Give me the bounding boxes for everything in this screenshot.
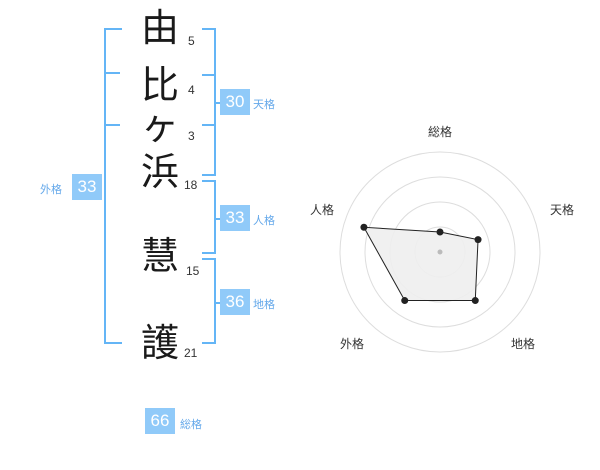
radar-label-jinkaku: 人格 <box>310 203 335 217</box>
stroke-count-1: 5 <box>188 34 195 48</box>
jinkaku-value: 33 <box>220 205 250 231</box>
stroke-count-6: 21 <box>184 346 198 360</box>
chikaku-value: 36 <box>220 289 250 315</box>
radar-ring <box>339 151 541 353</box>
radar-point-5 <box>360 223 368 231</box>
radar-label-soukaku: 総格 <box>428 125 453 139</box>
chikaku-label: 地格 <box>253 298 275 311</box>
gaikaku-bracket-tick-2 <box>104 124 120 126</box>
radar-label-gaikaku: 外格 <box>340 337 365 351</box>
name-char-3: ヶ <box>140 104 179 148</box>
radar-point-2 <box>474 236 482 244</box>
radar-ring <box>389 201 491 303</box>
gaikaku-bracket-tick-1 <box>104 72 120 74</box>
stroke-count-5: 15 <box>186 264 200 278</box>
radar-label-tenkaku: 天格 <box>550 203 575 217</box>
chikaku-connector <box>214 302 220 304</box>
tenkaku-bracket-tick <box>202 74 214 76</box>
jinkaku-connector <box>214 218 220 220</box>
tenkaku-value: 30 <box>220 89 250 115</box>
jinkaku-bracket <box>202 180 216 254</box>
name-char-4: 浜 <box>140 150 179 194</box>
stroke-count-2: 4 <box>188 83 195 97</box>
gaikaku-bracket <box>104 28 122 344</box>
radar-series-area <box>363 226 479 302</box>
soukaku-value: 66 <box>145 408 175 434</box>
radar-point-3 <box>471 297 479 305</box>
stroke-count-4: 18 <box>184 178 198 192</box>
radar-point-1 <box>436 228 444 236</box>
tenkaku-bracket-tick-2 <box>202 124 214 126</box>
radar-label-chikaku: 地格 <box>511 337 536 351</box>
chikaku-bracket <box>202 258 216 344</box>
gaikaku-value: 33 <box>72 174 102 200</box>
name-char-2: 比 <box>140 63 179 107</box>
stroke-count-3: 3 <box>188 129 195 143</box>
jinkaku-label: 人格 <box>253 214 275 227</box>
radar-center <box>437 249 443 255</box>
name-char-1: 由 <box>140 6 179 50</box>
gaikaku-label: 外格 <box>40 183 62 196</box>
tenkaku-connector <box>214 102 220 104</box>
tenkaku-label: 天格 <box>253 98 275 111</box>
radar-ring <box>414 226 466 278</box>
radar-point-4 <box>401 297 409 305</box>
soukaku-label: 総格 <box>180 418 202 431</box>
name-char-6: 護 <box>140 321 179 365</box>
name-char-5: 慧 <box>140 234 179 278</box>
radar-ring <box>364 176 516 328</box>
